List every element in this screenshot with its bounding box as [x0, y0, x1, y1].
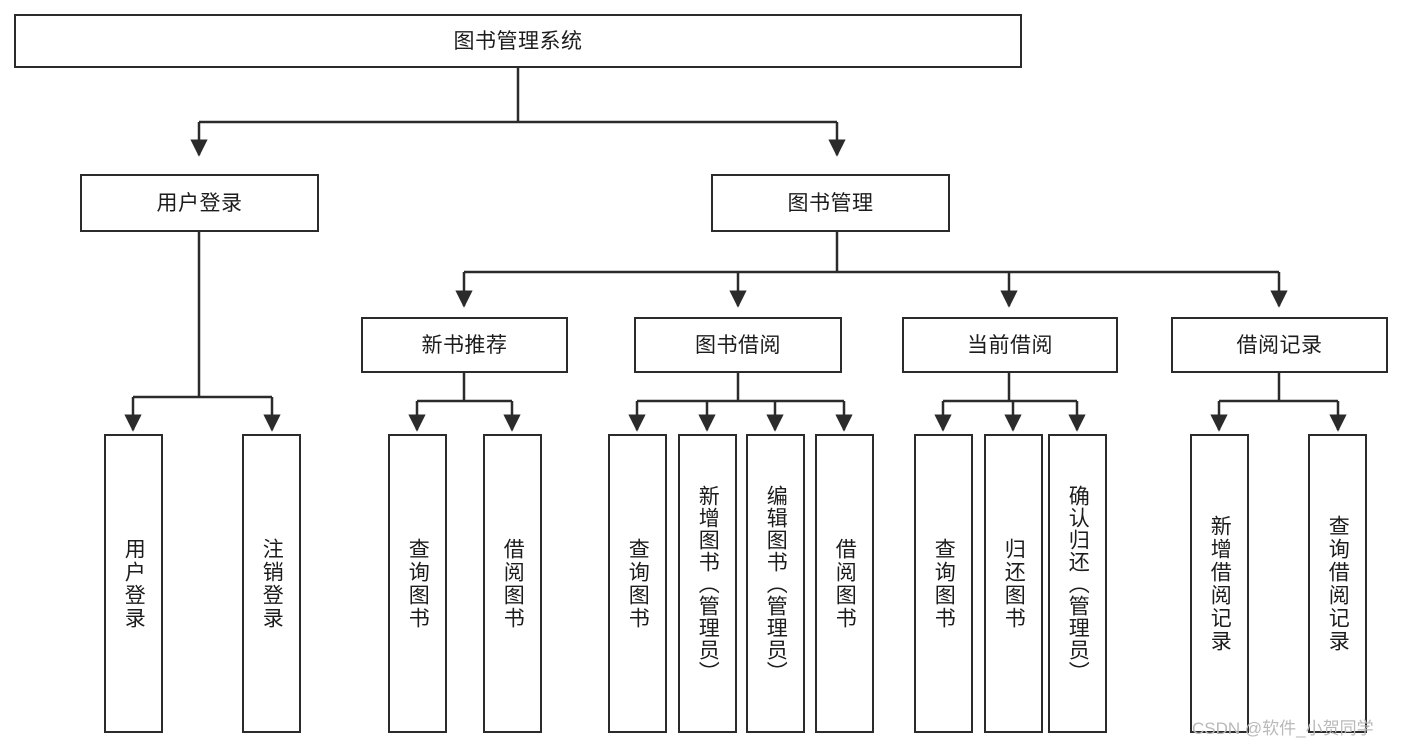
- leaf-add-borrow-record[interactable]: 新增借阅记录: [1190, 434, 1249, 733]
- leaf-query-book-recommend[interactable]: 查询图书: [388, 434, 447, 733]
- node-book-management-label: 图书管理: [787, 191, 874, 215]
- node-user-login-label: 用户登录: [156, 191, 243, 215]
- leaf-borrow-book-borrow[interactable]: 借阅图书: [815, 434, 874, 733]
- leaf-confirm-return-admin-label: 确认归还（管理员）: [1066, 484, 1090, 683]
- node-borrow-records[interactable]: 借阅记录: [1171, 317, 1388, 373]
- leaf-logout[interactable]: 注销登录: [242, 434, 301, 733]
- node-book-management[interactable]: 图书管理: [711, 174, 950, 232]
- leaf-query-book-recommend-label: 查询图书: [406, 537, 430, 630]
- leaf-edit-book-admin[interactable]: 编辑图书（管理员）: [746, 434, 805, 733]
- node-current-borrow-label: 当前借阅: [967, 333, 1053, 357]
- connector-records-to-leaves: [1210, 373, 1347, 432]
- leaf-user-login[interactable]: 用户登录: [104, 434, 163, 733]
- node-current-borrow[interactable]: 当前借阅: [902, 317, 1118, 373]
- leaf-add-book-admin-label: 新增图书（管理员）: [696, 484, 720, 683]
- watermark: CSDN @软件_小贺同学: [1192, 719, 1374, 738]
- node-new-book-recommend-label: 新书推荐: [421, 333, 508, 357]
- node-root-label: 图书管理系统: [453, 29, 583, 53]
- leaf-return-book[interactable]: 归还图书: [984, 434, 1043, 733]
- leaf-query-borrow-record-label: 查询借阅记录: [1326, 514, 1350, 653]
- leaf-borrow-book-borrow-label: 借阅图书: [833, 537, 857, 630]
- leaf-add-book-admin[interactable]: 新增图书（管理员）: [678, 434, 737, 733]
- node-root[interactable]: 图书管理系统: [14, 14, 1022, 68]
- node-book-borrow[interactable]: 图书借阅: [634, 317, 842, 373]
- leaf-query-book-borrow[interactable]: 查询图书: [608, 434, 667, 733]
- leaf-confirm-return-admin[interactable]: 确认归还（管理员）: [1048, 434, 1107, 733]
- leaf-query-book-current-label: 查询图书: [932, 537, 956, 630]
- leaf-return-book-label: 归还图书: [1002, 537, 1026, 630]
- leaf-user-login-label: 用户登录: [122, 537, 146, 630]
- connector-borrow-to-leaves: [628, 373, 853, 432]
- node-user-login[interactable]: 用户登录: [80, 174, 319, 232]
- leaf-query-borrow-record[interactable]: 查询借阅记录: [1308, 434, 1367, 733]
- leaf-logout-label: 注销登录: [260, 537, 284, 630]
- leaf-query-book-borrow-label: 查询图书: [626, 537, 650, 630]
- leaf-query-book-current[interactable]: 查询图书: [914, 434, 973, 733]
- leaf-borrow-book-recommend[interactable]: 借阅图书: [483, 434, 542, 733]
- connector-newbook-to-leaves: [408, 373, 521, 432]
- node-borrow-records-label: 借阅记录: [1236, 333, 1323, 357]
- connector-current-to-leaves: [934, 373, 1086, 432]
- connector-root-to-level1: [190, 68, 846, 157]
- leaf-edit-book-admin-label: 编辑图书（管理员）: [764, 484, 788, 683]
- connector-bookmgmt-to-level2: [455, 232, 1288, 308]
- node-new-book-recommend[interactable]: 新书推荐: [361, 317, 568, 373]
- leaf-borrow-book-recommend-label: 借阅图书: [501, 537, 525, 630]
- leaf-add-borrow-record-label: 新增借阅记录: [1208, 514, 1232, 653]
- node-book-borrow-label: 图书借阅: [695, 333, 781, 357]
- connector-login-to-leaves: [124, 232, 281, 432]
